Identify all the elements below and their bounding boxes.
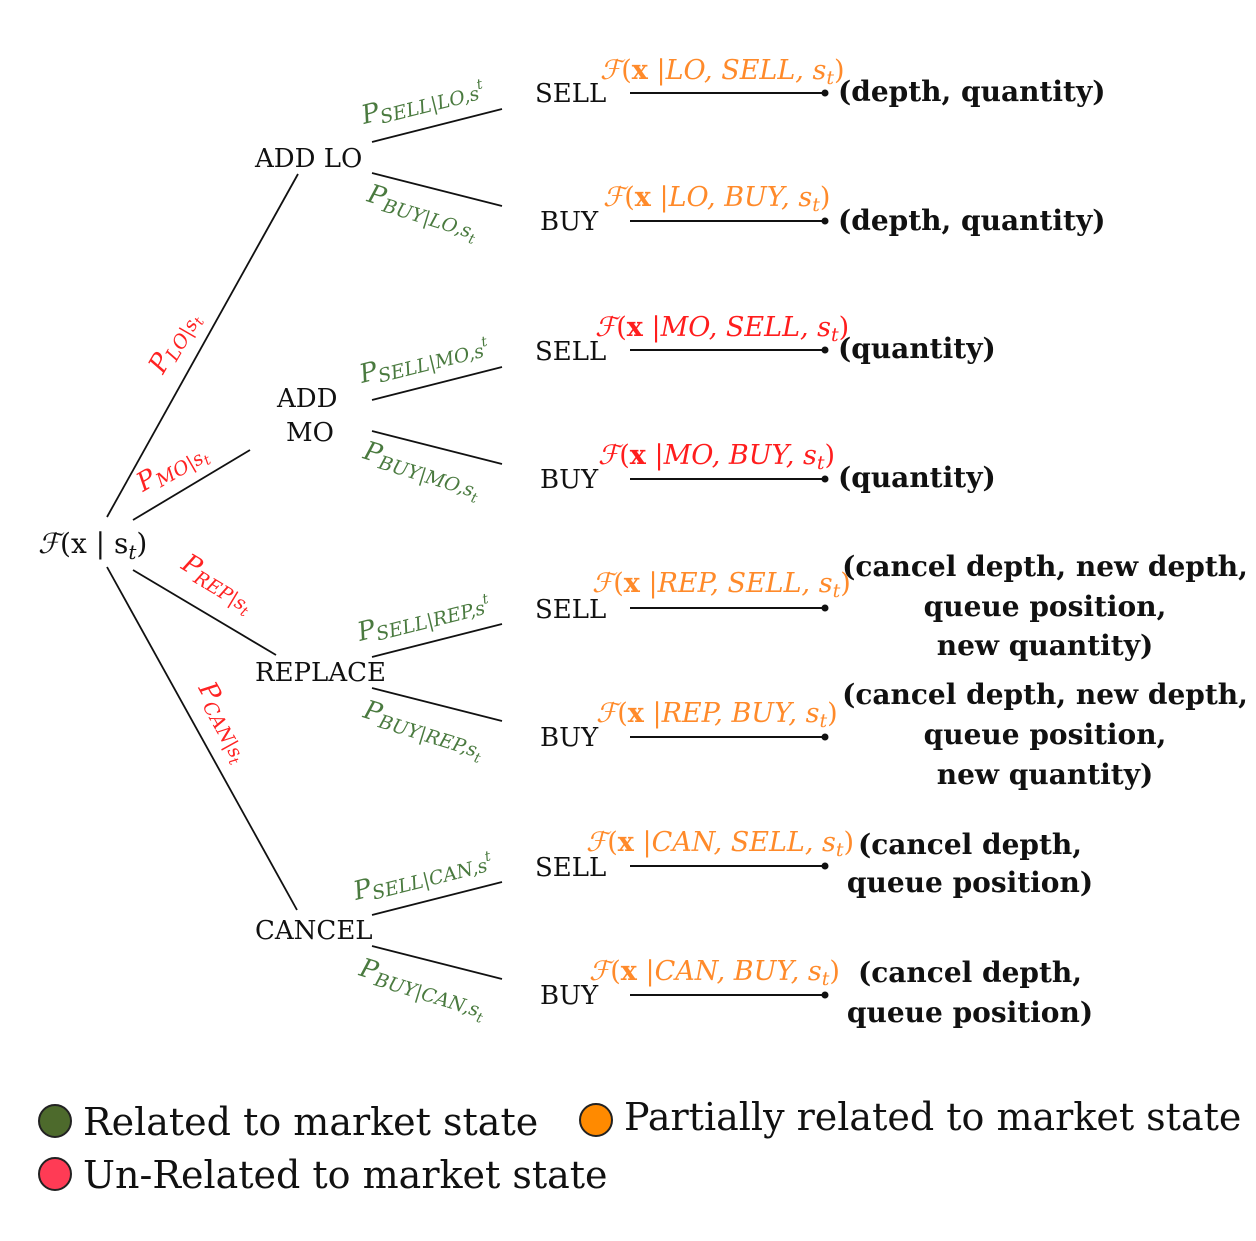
- edge-root-replace: [132, 569, 277, 656]
- node-add-lo: ADD LO: [254, 144, 362, 174]
- prob-sell-can: PSELL|CAN,st: [349, 843, 495, 909]
- arrow-lo-sell: [630, 89, 829, 97]
- func-can-buy: ℱ(x |CAN, BUY, st): [589, 956, 840, 990]
- func-rep-buy: ℱ(x |REP, BUY, st): [596, 698, 838, 732]
- svg-text:(cancel depth, new depth,: (cancel depth, new depth,: [842, 678, 1248, 711]
- side-can-buy: BUY: [540, 981, 599, 1011]
- svg-text:queue position): queue position): [847, 996, 1093, 1029]
- green-dot-icon: [38, 1104, 72, 1138]
- edge-lo-buy: [371, 172, 503, 207]
- output-can-sell: (cancel depth, queue position): [847, 828, 1093, 899]
- arrow-mo-sell: [630, 346, 829, 354]
- edge-can-buy: [371, 945, 503, 980]
- prob-sell-rep: PSELL|REP,st: [353, 586, 493, 650]
- edge-rep-sell: [371, 623, 503, 658]
- node-add-mo-line1: ADD: [276, 384, 337, 414]
- side-lo-sell: SELL: [535, 79, 606, 109]
- svg-text:queue position,: queue position,: [924, 590, 1167, 623]
- edge-lo-sell: [371, 108, 503, 143]
- output-mo-buy: (quantity): [838, 461, 996, 494]
- prob-mo: PMO|st: [131, 435, 215, 504]
- edge-root-cancel: [106, 566, 298, 911]
- edge-root-addmo: [132, 449, 251, 521]
- output-lo-sell: (depth, quantity): [838, 75, 1105, 108]
- svg-text:PSELL|REP,st: PSELL|REP,st: [353, 586, 493, 650]
- arrow-rep-sell: [630, 604, 829, 612]
- edge-mo-buy: [371, 430, 503, 465]
- func-lo-sell: ℱ(x |LO, SELL, st): [600, 55, 845, 89]
- svg-text:(cancel depth, new depth,: (cancel depth, new depth,: [842, 550, 1248, 583]
- func-rep-sell: ℱ(x |REP, SELL, st): [592, 568, 851, 602]
- svg-text:(cancel depth,: (cancel depth,: [858, 956, 1082, 989]
- func-lo-buy: ℱ(x |LO, BUY, st): [603, 182, 830, 216]
- svg-text:PBUY|LO,st: PBUY|LO,st: [361, 179, 483, 248]
- output-rep-sell: (cancel depth, new depth, queue position…: [842, 550, 1248, 662]
- arrow-mo-buy: [630, 475, 829, 483]
- edge-mo-sell: [371, 366, 503, 401]
- svg-text:(cancel depth,: (cancel depth,: [858, 828, 1082, 861]
- side-rep-sell: SELL: [535, 595, 606, 625]
- func-can-sell: ℱ(x |CAN, SELL, st): [586, 827, 854, 861]
- side-mo-buy: BUY: [540, 465, 599, 495]
- arrow-lo-buy: [630, 217, 829, 225]
- svg-text:queue position): queue position): [847, 866, 1093, 899]
- svg-text:Related to market state: Related to market state: [83, 1100, 538, 1144]
- svg-text:new quantity): new quantity): [937, 629, 1153, 662]
- svg-text:PSELL|LO,st: PSELL|LO,st: [357, 71, 487, 133]
- svg-text:PBUY|CAN,st: PBUY|CAN,st: [353, 953, 491, 1027]
- legend-item-green: Related to market state: [38, 1100, 538, 1144]
- arrow-can-buy: [630, 991, 829, 999]
- edge-root-addlo: [106, 173, 299, 518]
- svg-text:queue position,: queue position,: [924, 718, 1167, 751]
- svg-text:Un-Related to market state: Un-Related to market state: [83, 1153, 608, 1197]
- arrow-can-sell: [630, 862, 829, 870]
- svg-text:PBUY|MO,st: PBUY|MO,st: [357, 436, 486, 507]
- svg-text:PSELL|CAN,st: PSELL|CAN,st: [349, 843, 495, 909]
- orange-dot-icon: [579, 1103, 613, 1137]
- legend: Related to market state Partially relate…: [38, 1095, 1241, 1197]
- side-can-sell: SELL: [535, 853, 606, 883]
- prob-rep: PREP|st: [172, 548, 261, 621]
- edge-rep-buy: [371, 687, 503, 722]
- prob-sell-mo: PSELL|MO,st: [355, 329, 492, 392]
- svg-text:Partially related to market st: Partially related to market state: [624, 1095, 1241, 1139]
- edge-can-sell: [371, 881, 503, 916]
- prob-lo: PLO|st: [143, 305, 209, 383]
- svg-text:new quantity): new quantity): [937, 758, 1153, 791]
- arrow-rep-buy: [630, 733, 829, 741]
- side-lo-buy: BUY: [540, 207, 599, 237]
- prob-sell-lo: PSELL|LO,st: [357, 71, 487, 133]
- prob-buy-can: PBUY|CAN,st: [353, 953, 491, 1027]
- prob-buy-mo: PBUY|MO,st: [357, 436, 486, 507]
- side-mo-sell: SELL: [535, 337, 606, 367]
- func-mo-sell: ℱ(x |MO, SELL, st): [595, 312, 849, 346]
- svg-text:PBUY|REP,st: PBUY|REP,st: [357, 695, 489, 767]
- root-node: ℱ(x | st): [38, 527, 147, 564]
- func-mo-buy: ℱ(x |MO, BUY, st): [598, 440, 835, 474]
- node-add-mo-line2: MO: [286, 418, 334, 448]
- red-dot-icon: [38, 1157, 72, 1191]
- node-replace: REPLACE: [255, 658, 386, 688]
- legend-item-red: Un-Related to market state: [38, 1153, 608, 1197]
- output-lo-buy: (depth, quantity): [838, 204, 1105, 237]
- prob-buy-lo: PBUY|LO,st: [361, 179, 483, 248]
- output-rep-buy: (cancel depth, new depth, queue position…: [842, 678, 1248, 791]
- prob-can: PCAN|st: [186, 676, 259, 768]
- side-rep-buy: BUY: [540, 723, 599, 753]
- output-mo-sell: (quantity): [838, 332, 996, 365]
- prob-buy-rep: PBUY|REP,st: [357, 695, 489, 767]
- output-can-buy: (cancel depth, queue position): [847, 956, 1093, 1029]
- svg-text:PSELL|MO,st: PSELL|MO,st: [355, 329, 492, 392]
- legend-item-orange: Partially related to market state: [579, 1095, 1241, 1139]
- node-cancel: CANCEL: [255, 916, 373, 946]
